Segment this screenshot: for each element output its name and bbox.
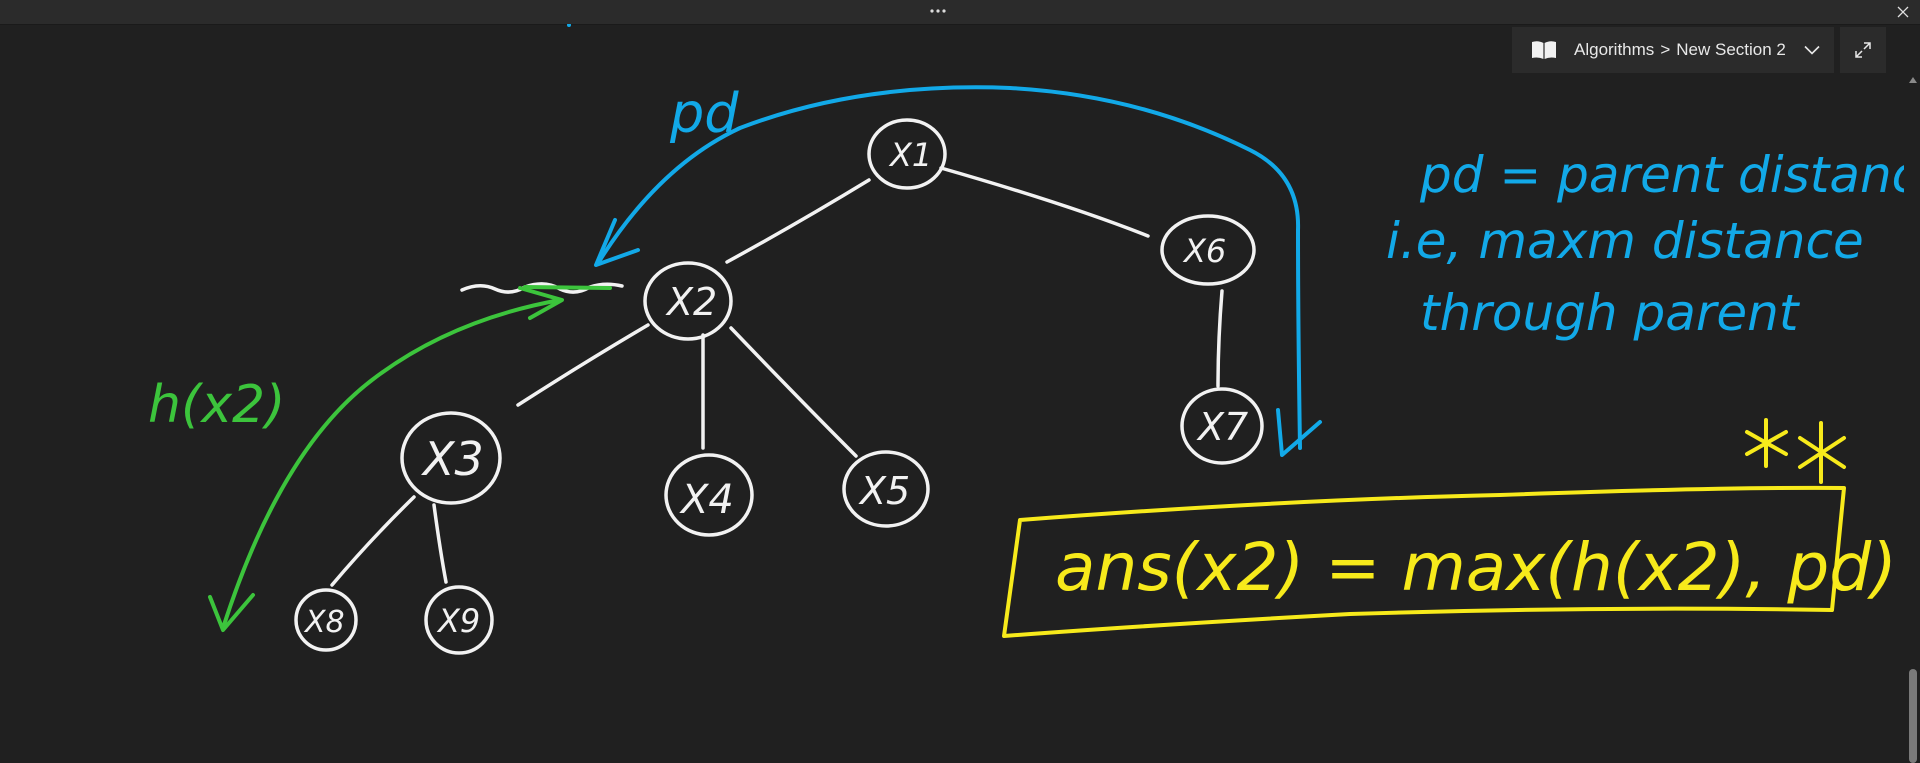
scroll-thumb[interactable] bbox=[1909, 669, 1917, 763]
node-x1 bbox=[867, 118, 947, 190]
scroll-up-arrow-icon[interactable] bbox=[1909, 77, 1917, 83]
close-icon bbox=[1897, 6, 1909, 18]
definition-line-2: i.e, maxm distance bbox=[1386, 212, 1864, 270]
node-x3 bbox=[400, 411, 502, 505]
h-underline bbox=[523, 285, 612, 290]
edge-x3-x9 bbox=[432, 503, 448, 584]
edge-x6-x7 bbox=[1216, 289, 1224, 388]
h-arrowhead-bottom bbox=[208, 593, 255, 632]
blue-ink bbox=[594, 85, 1322, 457]
node-x4-label: X4 bbox=[679, 477, 734, 523]
expand-icon bbox=[1855, 42, 1871, 58]
node-x8 bbox=[294, 588, 358, 652]
title-bar[interactable] bbox=[0, 0, 1920, 25]
node-x2 bbox=[643, 261, 733, 341]
formula-text: ans(x2) = max(h(x2), pd) bbox=[1055, 529, 1897, 606]
node-x4 bbox=[664, 453, 754, 537]
node-x5 bbox=[842, 450, 930, 528]
node-x6 bbox=[1160, 214, 1256, 286]
node-x2-label: X2 bbox=[665, 280, 717, 324]
blue-text: pd pd = parent distance i.e, maxm distan… bbox=[669, 82, 1904, 342]
green-ink bbox=[208, 285, 612, 632]
yellow-text: ans(x2) = max(h(x2), pd) bbox=[1055, 529, 1897, 606]
h-label: h(x2) bbox=[148, 375, 285, 435]
edge-x3-x8 bbox=[330, 495, 416, 587]
node-x6-label: X6 bbox=[1182, 232, 1226, 270]
node-x7 bbox=[1180, 387, 1264, 465]
formula-box bbox=[1002, 485, 1846, 638]
section-dropdown-button[interactable] bbox=[1800, 38, 1824, 62]
star-icon-1 bbox=[1745, 418, 1788, 468]
ellipsis-icon[interactable] bbox=[926, 3, 950, 19]
notebook-icon bbox=[1528, 37, 1560, 63]
breadcrumb[interactable]: Algorithms > New Section 2 bbox=[1574, 40, 1786, 60]
definition-line-1: pd = parent distance bbox=[1419, 146, 1904, 204]
chevron-down-icon bbox=[1804, 45, 1820, 55]
edge-x1-x6 bbox=[939, 166, 1150, 238]
breadcrumb-notebook[interactable]: Algorithms bbox=[1574, 40, 1655, 59]
node-x9 bbox=[424, 585, 494, 655]
h-arrow-curve bbox=[221, 298, 562, 630]
ink-dot bbox=[567, 24, 571, 27]
h-arrowhead-top bbox=[518, 286, 564, 320]
tree-drawing bbox=[294, 118, 1264, 655]
pd-label: pd bbox=[669, 82, 739, 145]
edge-x2-x5 bbox=[729, 326, 858, 458]
pd-arrowhead-down bbox=[1276, 408, 1322, 457]
breadcrumb-separator: > bbox=[1660, 40, 1671, 59]
node-x7-label: X7 bbox=[1196, 405, 1248, 449]
node-x1-label: X1 bbox=[888, 136, 932, 174]
breadcrumb-section[interactable]: New Section 2 bbox=[1676, 40, 1786, 59]
edge-x2-x3 bbox=[516, 323, 650, 407]
close-button[interactable] bbox=[1886, 0, 1920, 24]
pd-arrowhead-left bbox=[594, 218, 640, 267]
star-icon-2 bbox=[1798, 421, 1846, 484]
node-x9-label: X9 bbox=[436, 602, 480, 640]
green-text: h(x2) bbox=[148, 375, 285, 435]
node-x8-label: X8 bbox=[303, 605, 345, 640]
fullscreen-button[interactable] bbox=[1840, 27, 1886, 73]
node-x5-label: X5 bbox=[858, 469, 910, 513]
yellow-ink bbox=[1002, 418, 1846, 638]
vertical-scrollbar[interactable] bbox=[1906, 73, 1920, 763]
node-x3-label: X3 bbox=[421, 432, 484, 486]
node-labels: X1 X2 X3 X4 X5 X6 X7 X8 X9 bbox=[303, 136, 1248, 640]
edge-x1-x2 bbox=[725, 178, 871, 264]
ink-canvas[interactable]: X1 X2 X3 X4 X5 X6 X7 X8 X9 pd pd = paren… bbox=[0, 24, 1904, 763]
definition-line-3: through parent bbox=[1420, 284, 1801, 342]
pd-arrow-curve bbox=[598, 85, 1302, 450]
notebook-navigation-bar[interactable]: Algorithms > New Section 2 bbox=[1512, 27, 1834, 73]
